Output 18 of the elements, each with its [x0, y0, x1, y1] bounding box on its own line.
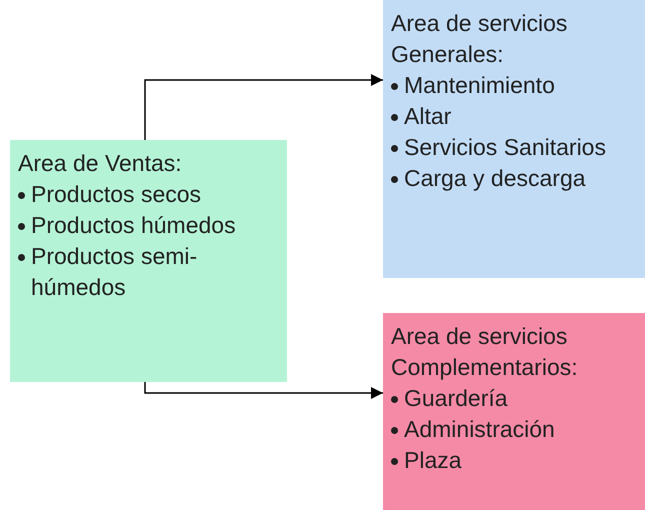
arrow — [144, 74, 383, 140]
area-heading: Area de Ventas: — [18, 149, 183, 178]
list-item: Altar — [404, 102, 452, 131]
list-item: Productos húmedos — [31, 211, 236, 240]
area-heading: Area de servicios Complementarios: — [391, 322, 579, 382]
area-box — [383, 313, 645, 510]
list-item: Plaza — [404, 446, 462, 475]
list-item: Carga y descarga — [404, 164, 586, 193]
list-item: Productos secos — [31, 180, 202, 209]
area-box — [10, 140, 287, 382]
list-item: Productos semi-húmedos — [31, 242, 198, 302]
area-box — [383, 0, 645, 278]
list-item: Mantenimiento — [404, 71, 555, 100]
list-item: Guardería — [404, 384, 508, 413]
area-heading: Area de servicios Generales: — [391, 9, 568, 69]
list-item: Servicios Sanitarios — [404, 133, 606, 162]
arrow — [144, 382, 383, 399]
list-item: Administración — [404, 415, 555, 444]
